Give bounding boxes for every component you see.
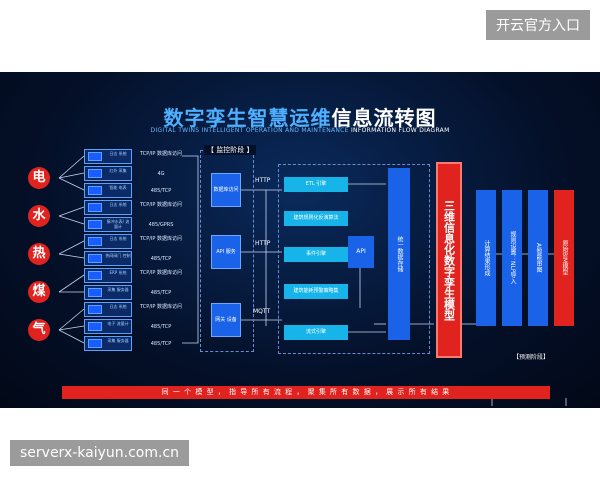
monitor-icon: [88, 152, 102, 161]
monitor-icon: [88, 339, 102, 348]
monitor-icon: [88, 254, 102, 263]
stream-engine-box: 流式引擎: [284, 325, 348, 340]
device-protocol: 4G: [157, 171, 165, 177]
device-node: 电子 流量计: [84, 319, 132, 334]
device-protocol: 485/TCP: [150, 341, 172, 347]
device-protocol: TCP/IP 数据库访问: [139, 270, 183, 276]
bim-model-label: 原始BIM模型: [561, 240, 568, 276]
api-service-box: API 服务: [211, 235, 241, 269]
subtitle-tail: INFORMATION FLOW DIAGRAM: [348, 127, 450, 134]
device-label: 日志 系统: [109, 304, 127, 309]
device-protocol: TCP/IP 数据库访问: [139, 202, 183, 208]
api-box: API: [348, 236, 374, 268]
device-node: 日志 系统: [84, 234, 132, 249]
database-access-box: 数据库访问: [211, 173, 241, 207]
device-label: 红外 采集: [109, 168, 127, 173]
mqtt-protocol-label: MQTT: [253, 308, 271, 315]
device-node: 热网阀门 控制: [84, 251, 132, 266]
device-protocol: 485/TCP: [150, 290, 172, 296]
device-node: 日志 系统: [84, 200, 132, 215]
device-label: 电子 流量计: [107, 321, 129, 326]
device-node: 日志 系统: [84, 149, 132, 164]
http-protocol-label: HTTP: [255, 240, 271, 247]
nlp-rule-box: 规则设置：NLP导入: [502, 190, 522, 326]
http-protocol-label: HTTP: [255, 177, 271, 184]
event-engine-box: 事件引擎: [284, 247, 348, 262]
monitor-stage-label: 【 监控阶段 】: [204, 145, 257, 155]
category-gas: 气: [28, 319, 50, 341]
ai-review-box: AI智能审图: [528, 190, 548, 326]
device-node: 红外 采集: [84, 166, 132, 181]
diagram-title: 数字孪生智慧运维信息流转图: [0, 102, 600, 131]
diagram-subtitle: DIGITAL TWINS INTELLIGENT OPERATION AND …: [0, 127, 600, 134]
bim-model-box: 原始BIM模型: [554, 190, 574, 326]
title-main: 数字孪生智慧运维: [163, 106, 332, 130]
monitor-icon: [88, 305, 102, 314]
device-label: 日志 系统: [109, 202, 127, 207]
bottom-banner: 同 一 个 模 型 ， 指 导 所 有 流 程 ， 聚 集 所 有 数 据 ， …: [62, 386, 550, 399]
digital-twin-model-box: 三维信息化数字孪生模型: [436, 162, 462, 358]
monitor-icon: [88, 288, 102, 297]
device-label: 智能 电表: [109, 185, 127, 190]
monitor-icon: [88, 322, 102, 331]
monitor-icon: [88, 220, 102, 229]
inversion-algorithm-box: 建筑规则化反演算法: [284, 211, 348, 226]
device-node: 日志 系统: [84, 302, 132, 317]
device-node: 采集 服务器: [84, 285, 132, 300]
category-electricity: 电: [28, 167, 50, 189]
top-badge[interactable]: 开云官方入口: [486, 10, 590, 40]
warning-strategy-box: 建筑能耗预警策略集: [284, 284, 348, 299]
device-protocol: 485/TCP: [150, 256, 172, 262]
bottom-badge[interactable]: serverx-kaiyun.com.cn: [10, 440, 190, 466]
diagram-panel: 数字孪生智慧运维信息流转图 DIGITAL TWINS INTELLIGENT …: [0, 72, 600, 408]
device-label: 采集 服务器: [107, 287, 129, 292]
device-protocol: 485/GPRS: [148, 222, 174, 228]
device-label: 采集 服务器: [107, 338, 129, 343]
monitor-icon: [88, 237, 102, 246]
device-label: 日志 系统: [109, 151, 127, 156]
device-node: ERP 系统: [84, 268, 132, 283]
category-coal: 煤: [28, 281, 50, 303]
digital-twin-model-label: 三维信息化数字孪生模型: [442, 199, 456, 321]
subtitle-main: DIGITAL TWINS INTELLIGENT OPERATION AND …: [150, 127, 349, 134]
device-node: 采集 服务器: [84, 336, 132, 351]
monitor-icon: [88, 271, 102, 280]
device-node: 智能 电表: [84, 183, 132, 198]
gateway-device-box: 网关 设备: [211, 303, 241, 337]
unified-storage-label: 统一数据存储: [396, 236, 403, 272]
result-formation-label: 计算结果形成: [483, 240, 490, 276]
device-label: 热网阀门 控制: [105, 253, 131, 258]
device-label: 脉冲水表/ 流量计: [106, 219, 130, 229]
monitor-icon: [88, 203, 102, 212]
ai-review-label: AI智能审图: [535, 243, 542, 273]
device-label: ERP 系统: [109, 270, 127, 275]
device-label: 日志 系统: [109, 236, 127, 241]
title-tail: 信息流转图: [331, 106, 437, 130]
monitor-icon: [88, 186, 102, 195]
device-node: 脉冲水表/ 流量计: [84, 217, 132, 232]
unified-storage-box: 统一数据存储: [388, 168, 410, 340]
device-protocol: TCP/IP 数据库访问: [139, 304, 183, 310]
monitor-icon: [88, 169, 102, 178]
predict-stage-label: 【预测阶段】: [513, 354, 550, 361]
engine-region: [278, 164, 430, 354]
nlp-rule-label: 规则设置：NLP导入: [509, 231, 516, 285]
device-protocol: 485/TCP: [150, 188, 172, 194]
category-water: 水: [28, 205, 50, 227]
result-formation-box: 计算结果形成: [476, 190, 496, 326]
device-protocol: TCP/IP 数据库访问: [139, 236, 183, 242]
etl-engine-box: ETL 引擎: [284, 177, 348, 192]
device-protocol: 485/TCP: [150, 324, 172, 330]
category-heat: 热: [28, 243, 50, 265]
device-protocol: TCP/IP 数据库访问: [139, 151, 183, 157]
